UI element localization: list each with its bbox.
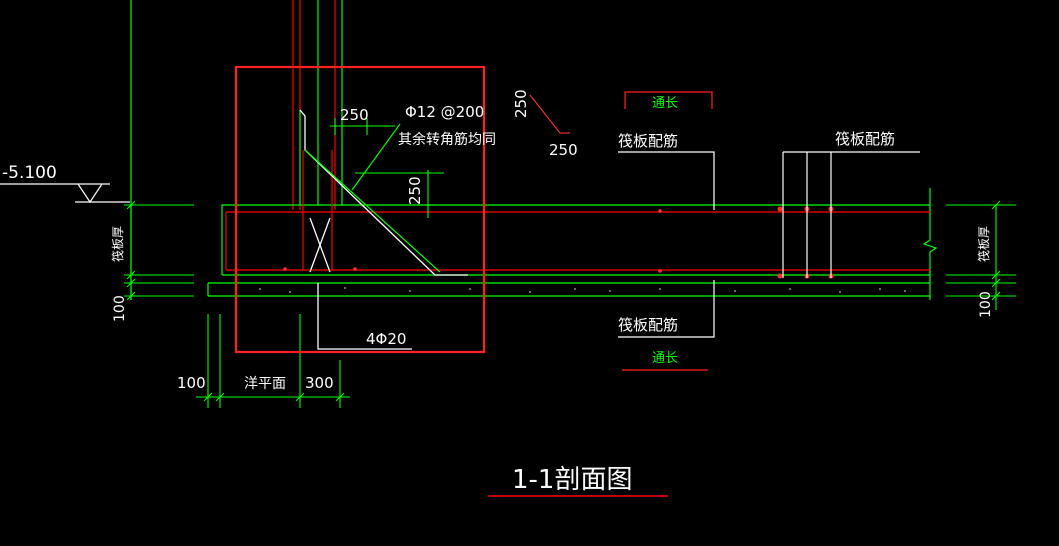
- dim-300: 300: [305, 374, 334, 392]
- elevation-marker: [0, 183, 130, 204]
- diagonal-rebar-green: [304, 123, 441, 273]
- rebar-spec-label: Φ12 @200: [405, 103, 484, 121]
- elevation-label: -5.100: [2, 163, 57, 183]
- highlight-box: [234, 65, 486, 354]
- tongchang-bottom: 通长: [652, 351, 678, 366]
- concrete-hatch: [259, 287, 906, 293]
- dim-250-top: 250: [340, 106, 369, 124]
- dim-250-vertical: 250: [406, 176, 424, 205]
- dim-250-diag-b: 250: [549, 141, 578, 159]
- tongchang-marks: [622, 91, 713, 371]
- corner-rebar-white: [299, 109, 468, 350]
- foundation-plane-label: 洋平面: [244, 376, 286, 392]
- raft-thickness-right: 筏板厚: [977, 226, 991, 262]
- section-title: 1-1剖面图: [512, 465, 632, 495]
- bottom-rebar-label: 4Φ20: [366, 330, 406, 348]
- raft-rebar-top-1: 筏板配筋: [618, 132, 678, 150]
- raft-rebar-top-2: 筏板配筋: [835, 130, 895, 148]
- raft-thickness-left: 筏板厚: [111, 226, 125, 262]
- rebar-lines-right: [618, 151, 920, 338]
- raft-outline: [207, 110, 938, 300]
- dim-leader: [529, 94, 570, 134]
- dim-250-diag-a: 250: [512, 89, 530, 118]
- dim-100-left: 100: [112, 295, 128, 322]
- dimension-lines: [124, 118, 1016, 408]
- rebar-dots: [283, 206, 834, 279]
- dim-100-bottom: 100: [177, 374, 206, 392]
- dim-100-right: 100: [978, 291, 994, 318]
- wall-lines: [292, 0, 336, 210]
- raft-rebar-bottom: 筏板配筋: [618, 316, 678, 334]
- raft-rebar-red: [225, 150, 930, 271]
- drawing-text: -5.100 Φ12 @200 250 其余转角筋均同 250 250 250 …: [2, 89, 994, 495]
- tongchang-top: 通长: [652, 96, 678, 111]
- corner-note: 其余转角筋均同: [398, 131, 496, 148]
